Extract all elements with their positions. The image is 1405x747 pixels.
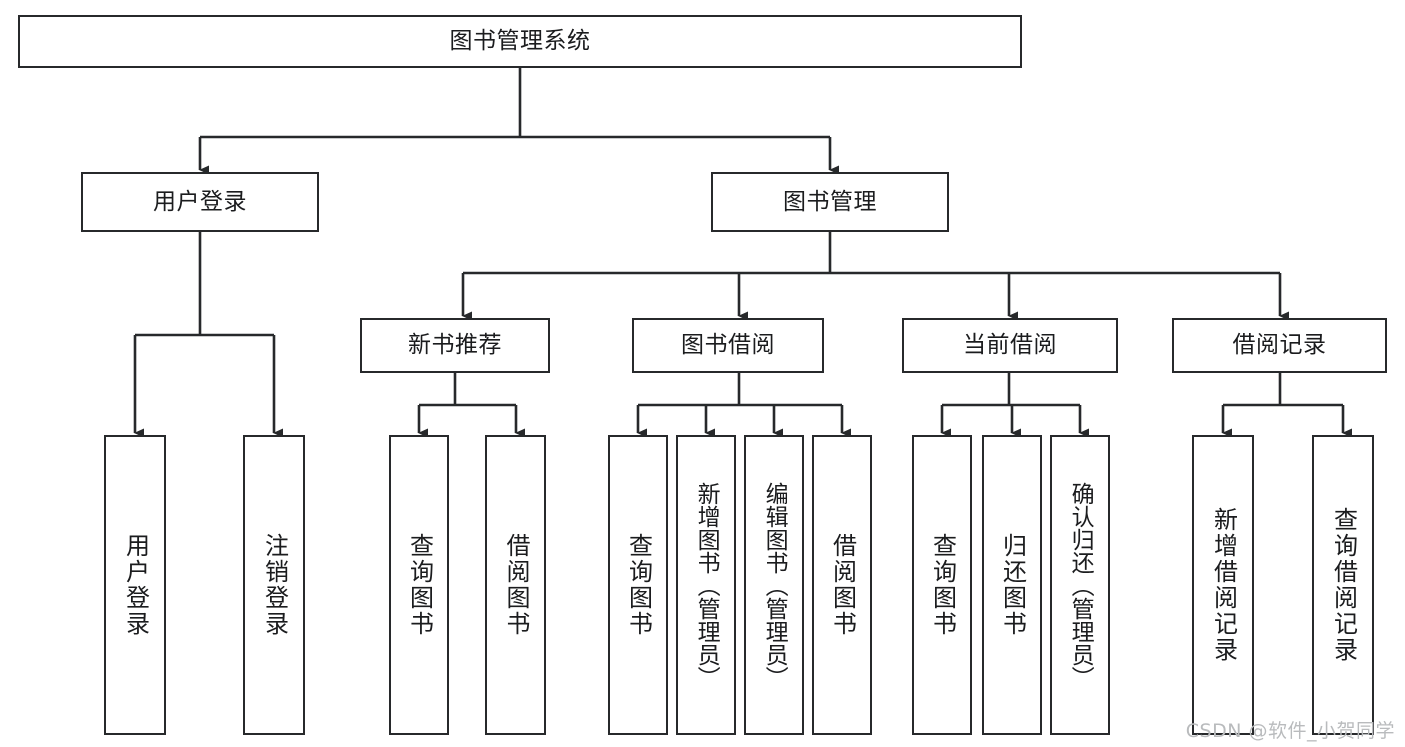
node-leaf-user-login[interactable]: 用户登录 [104, 435, 166, 735]
node-leaf-edit-book-admin[interactable]: 编辑图书（管理员） [744, 435, 804, 735]
node-leaf-add-borrow-record[interactable]: 新增借阅记录 [1192, 435, 1254, 735]
node-leaf-query-borrow-record[interactable]: 查询借阅记录 [1312, 435, 1374, 735]
node-leaf-borrow-book-2[interactable]: 借阅图书 [812, 435, 872, 735]
node-leaf-add-borrow-record-label: 新增借阅记录 [1209, 507, 1238, 663]
node-borrow-record[interactable]: 借阅记录 [1172, 318, 1387, 373]
node-leaf-user-logout[interactable]: 注销登录 [243, 435, 305, 735]
node-current-borrow-label: 当前借阅 [963, 332, 1057, 358]
node-borrow-record-label: 借阅记录 [1232, 332, 1327, 358]
node-leaf-borrow-book-1-label: 借阅图书 [501, 533, 530, 637]
node-new-book-recommend-label: 新书推荐 [408, 332, 502, 358]
node-root[interactable]: 图书管理系统 [18, 15, 1022, 68]
node-leaf-user-login-label: 用户登录 [121, 533, 150, 637]
node-leaf-query-book-1-label: 查询图书 [405, 533, 434, 637]
node-book-borrow[interactable]: 图书借阅 [632, 318, 824, 373]
node-user-login[interactable]: 用户登录 [81, 172, 319, 232]
node-leaf-user-logout-label: 注销登录 [260, 533, 289, 637]
node-leaf-return-book[interactable]: 归还图书 [982, 435, 1042, 735]
node-leaf-return-book-label: 归还图书 [998, 533, 1027, 637]
watermark-text: CSDN @软件_小贺同学 [1185, 720, 1395, 742]
node-user-login-label: 用户登录 [153, 188, 247, 215]
node-leaf-confirm-return-admin[interactable]: 确认归还（管理员） [1050, 435, 1110, 735]
node-leaf-query-book-2-label: 查询图书 [624, 533, 653, 637]
node-leaf-query-book-1[interactable]: 查询图书 [389, 435, 449, 735]
node-book-manage[interactable]: 图书管理 [711, 172, 949, 232]
node-leaf-borrow-book-1[interactable]: 借阅图书 [485, 435, 546, 735]
node-leaf-add-book-admin-label: 新增图书（管理员） [693, 481, 720, 689]
node-root-label: 图书管理系统 [449, 28, 591, 54]
node-leaf-borrow-book-2-label: 借阅图书 [828, 533, 857, 637]
node-new-book-recommend[interactable]: 新书推荐 [360, 318, 550, 373]
node-leaf-query-book-2[interactable]: 查询图书 [608, 435, 668, 735]
node-book-borrow-label: 图书借阅 [681, 332, 775, 358]
node-leaf-add-book-admin[interactable]: 新增图书（管理员） [676, 435, 736, 735]
node-leaf-confirm-return-admin-label: 确认归还（管理员） [1067, 481, 1094, 689]
node-book-manage-label: 图书管理 [783, 188, 877, 215]
node-current-borrow[interactable]: 当前借阅 [902, 318, 1118, 373]
node-leaf-query-book-3-label: 查询图书 [928, 533, 957, 637]
node-leaf-edit-book-admin-label: 编辑图书（管理员） [761, 481, 788, 689]
node-leaf-query-borrow-record-label: 查询借阅记录 [1329, 507, 1358, 663]
node-leaf-query-book-3[interactable]: 查询图书 [912, 435, 972, 735]
